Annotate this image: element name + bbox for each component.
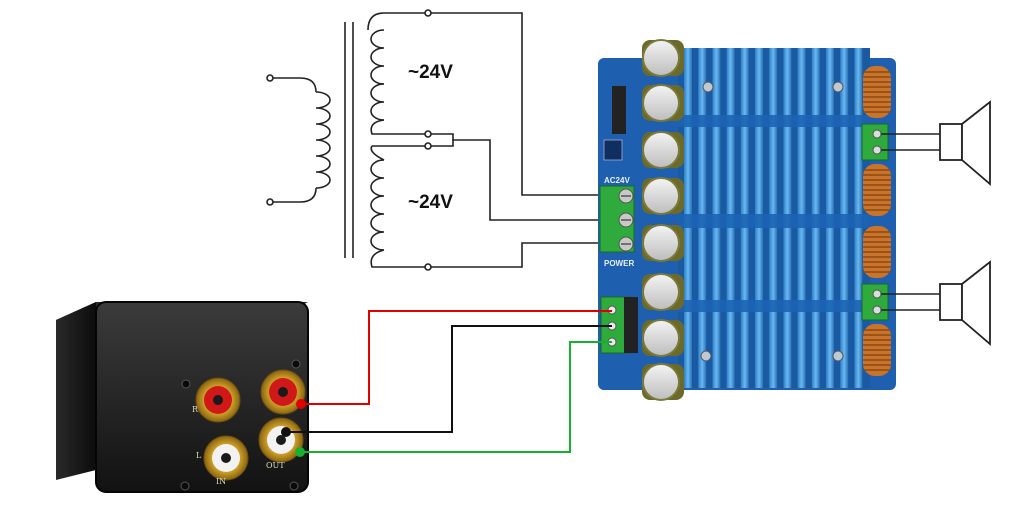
rca-out-right bbox=[260, 369, 306, 415]
green-wire-junction bbox=[295, 447, 305, 457]
wire-left-signal bbox=[300, 341, 612, 453]
right-channel-label: R bbox=[192, 405, 199, 414]
rca-in-right bbox=[195, 377, 241, 423]
preamp-box: R L IN OUT bbox=[56, 301, 309, 493]
out-label: OUT bbox=[266, 461, 285, 470]
rca-in-left bbox=[203, 435, 249, 481]
lower-secondary-winding bbox=[370, 142, 432, 271]
speaker-wires-upper bbox=[881, 133, 940, 151]
primary-winding bbox=[266, 74, 331, 206]
wire-ground bbox=[285, 325, 612, 433]
capacitor bbox=[642, 177, 684, 215]
speaker-lower bbox=[939, 260, 991, 346]
transformer-core bbox=[344, 22, 354, 258]
transformer: ~24V ~24V bbox=[266, 9, 453, 271]
preamp-side bbox=[56, 302, 96, 480]
speaker-terminal-upper bbox=[861, 123, 889, 161]
lower-voltage-label: ~24V bbox=[408, 192, 453, 213]
heatsink bbox=[678, 48, 870, 388]
inductor bbox=[863, 66, 891, 118]
capacitor bbox=[642, 84, 684, 122]
inductor bbox=[863, 226, 891, 278]
inductor bbox=[863, 324, 891, 376]
ac24v-label: AC24V bbox=[604, 176, 630, 185]
speaker-upper bbox=[939, 100, 991, 186]
capacitor-top bbox=[642, 177, 680, 215]
capacitor bbox=[642, 224, 684, 262]
wire-center-tap-to-terminal bbox=[431, 133, 605, 221]
wire-upper-to-terminal bbox=[431, 12, 605, 196]
power-input-terminal: AC24V POWER bbox=[599, 176, 635, 268]
capacitor-top bbox=[642, 84, 680, 122]
inductor bbox=[863, 164, 891, 216]
capacitor-top bbox=[642, 131, 680, 169]
wire-lower-to-terminal bbox=[431, 242, 605, 268]
capacitor-top bbox=[642, 273, 680, 311]
ground-wire-junction bbox=[281, 427, 291, 437]
red-wire-junction bbox=[296, 399, 306, 409]
capacitor-top bbox=[642, 39, 680, 77]
transformer-wires bbox=[431, 12, 605, 268]
amplifier-board: AC24V POWER bbox=[598, 39, 896, 401]
jumper-block bbox=[603, 139, 623, 161]
signal-wires bbox=[281, 310, 612, 457]
capacitor-top bbox=[642, 319, 680, 357]
signal-input-terminal bbox=[600, 296, 638, 354]
speaker-wires-lower bbox=[881, 293, 940, 311]
capacitors bbox=[642, 39, 684, 401]
capacitor-top bbox=[642, 363, 680, 401]
capacitor bbox=[642, 363, 684, 401]
capacitor bbox=[642, 131, 684, 169]
upper-voltage-label: ~24V bbox=[408, 62, 453, 83]
capacitor bbox=[642, 319, 684, 357]
wire-right-signal bbox=[301, 310, 612, 405]
speaker-terminal-lower bbox=[861, 283, 889, 321]
output-inductors bbox=[863, 66, 891, 376]
power-label: POWER bbox=[604, 259, 634, 268]
capacitor bbox=[642, 39, 684, 77]
capacitor bbox=[642, 273, 684, 311]
left-channel-label: L bbox=[196, 451, 202, 460]
chip bbox=[612, 86, 626, 134]
rca-out-left bbox=[258, 417, 304, 463]
in-label: IN bbox=[216, 477, 226, 486]
capacitor-top bbox=[642, 224, 680, 262]
